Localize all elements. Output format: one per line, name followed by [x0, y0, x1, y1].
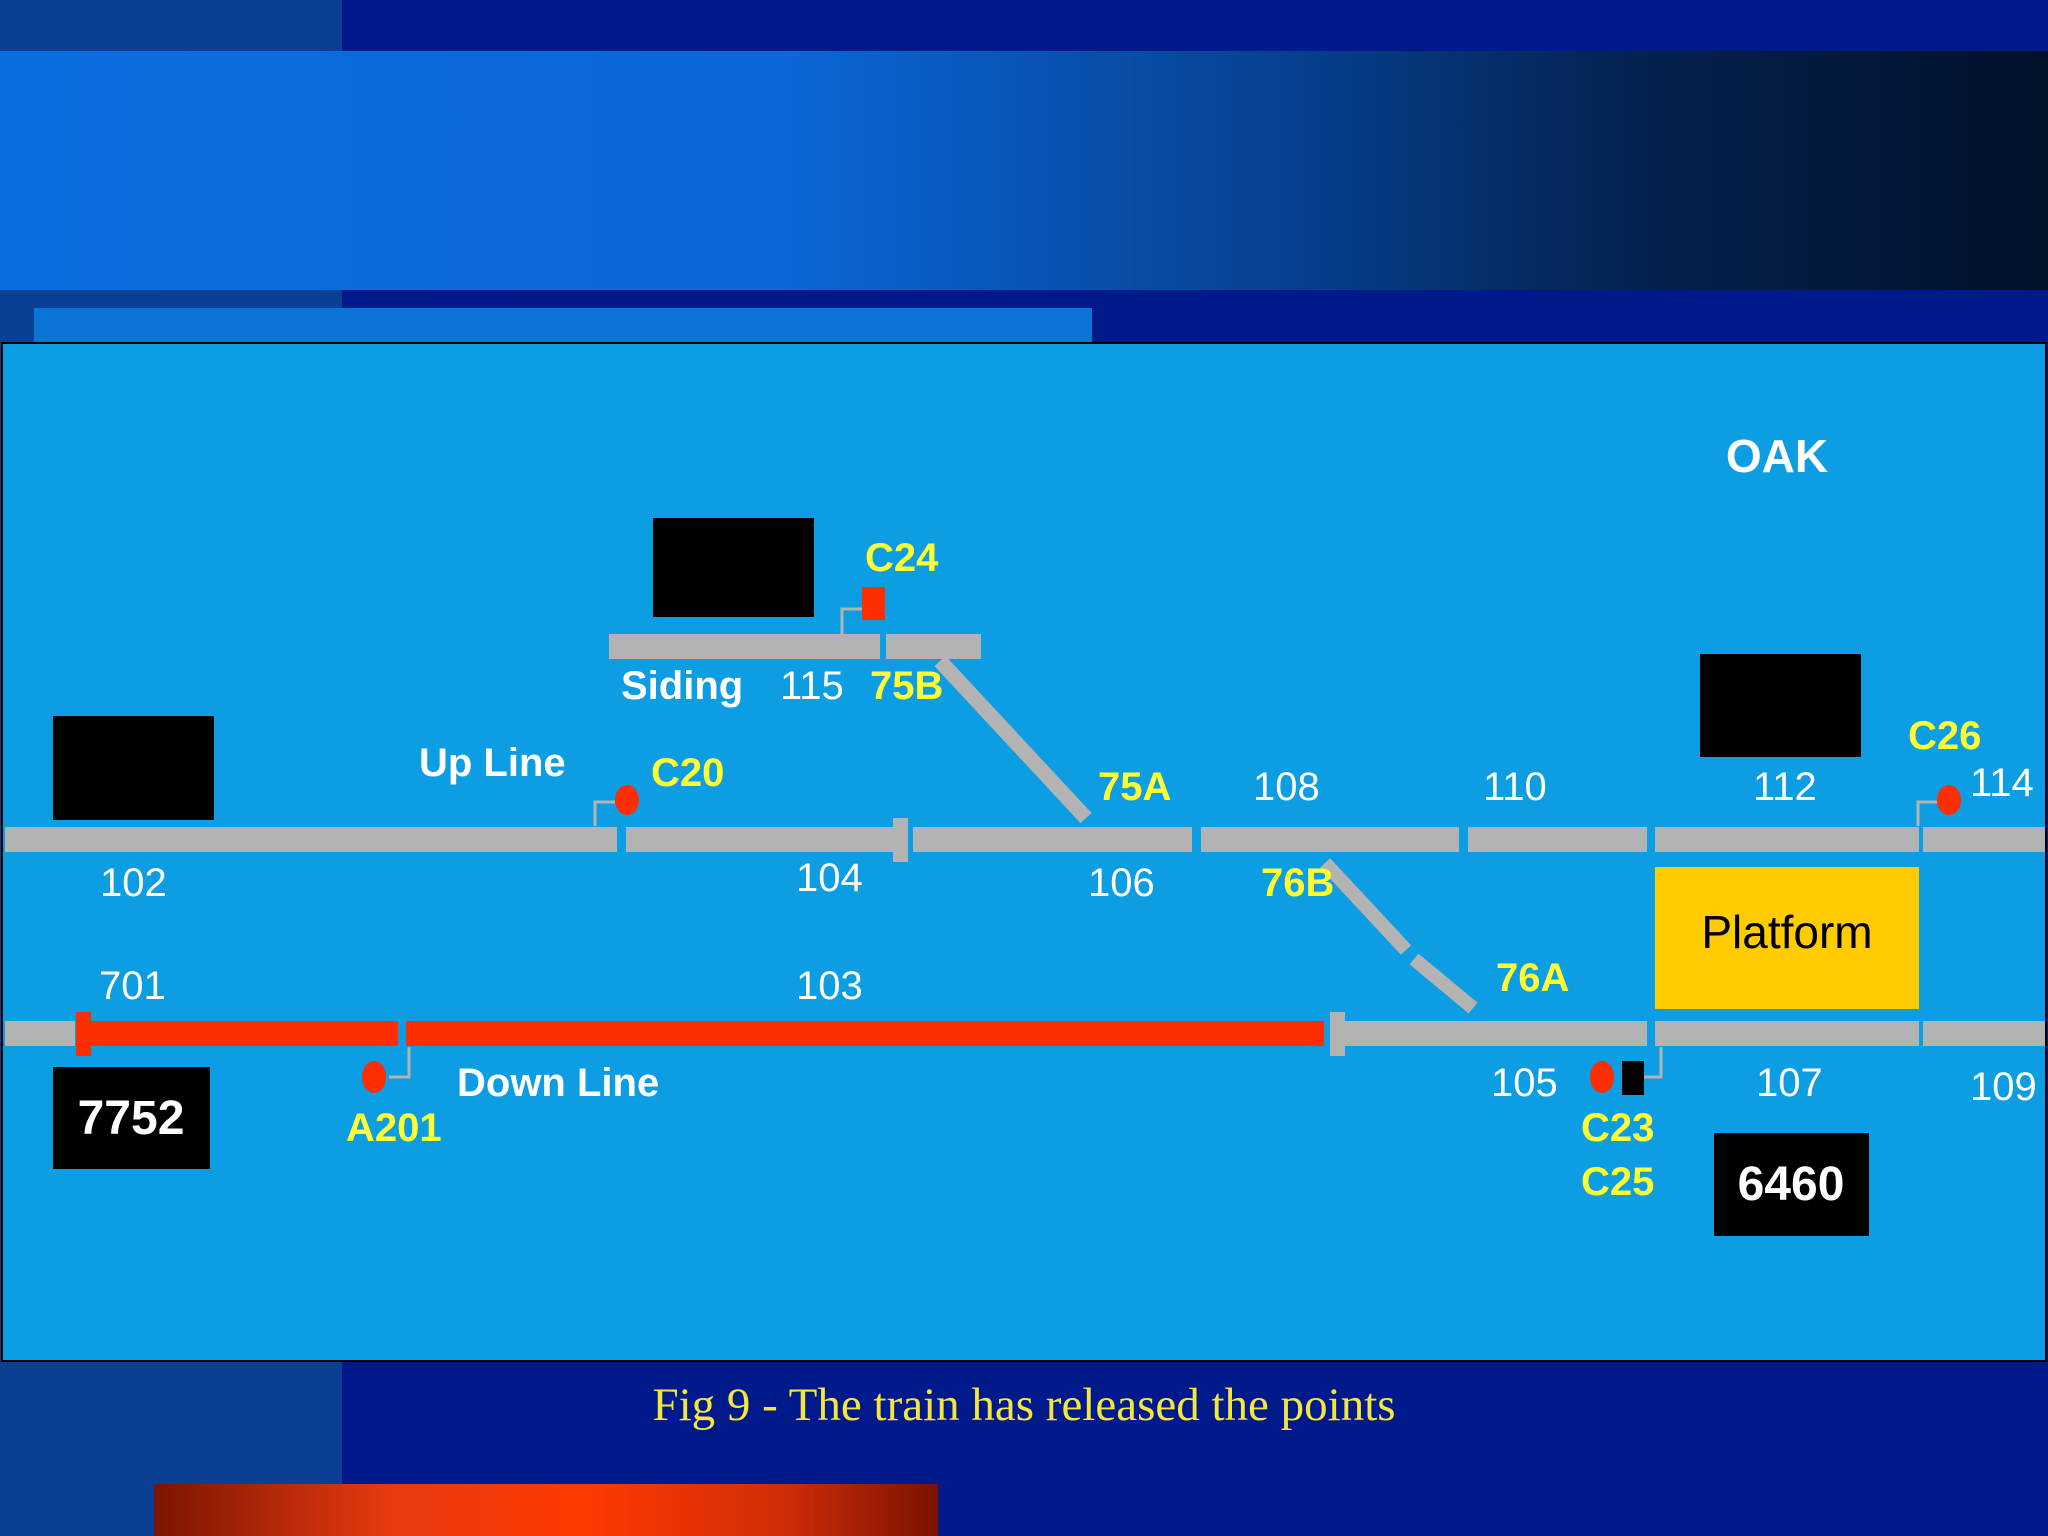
platform-label: Platform: [1701, 906, 1872, 958]
header-accent-strip: [34, 308, 1092, 342]
points-label-76a: 76A: [1496, 956, 1569, 1000]
platform-block: [1655, 867, 1919, 1009]
signal-c26-head[interactable]: [1937, 785, 1961, 815]
track-up-110: [1468, 827, 1647, 852]
track-label-112: 112: [1753, 765, 1817, 809]
figure-caption: Fig 9 - The train has released the point…: [652, 1379, 1396, 1431]
signal-label-c26: C26: [1908, 714, 1981, 758]
points-label-76b: 76B: [1261, 861, 1334, 905]
signal-label-c23: C23: [1581, 1106, 1654, 1150]
signal-c23-post: [1643, 1047, 1663, 1079]
track-up-102: [5, 827, 617, 852]
track-label-105: 105: [1491, 1061, 1558, 1105]
down-line-label: Down Line: [457, 1061, 659, 1105]
header-gradient-band: [0, 51, 2048, 290]
track-down-701-occupied: [83, 1021, 398, 1046]
track-diagram: OAK Siding 115 Up Line 108 110 112 114 1…: [5, 430, 2045, 1236]
signal-label-a201: A201: [346, 1106, 442, 1150]
track-down-105: [1340, 1021, 1647, 1046]
track-up-114: [1923, 827, 2045, 852]
track-label-108: 108: [1253, 765, 1320, 809]
signal-c20-head[interactable]: [615, 785, 639, 815]
crossover-76b-upper: [1319, 858, 1412, 955]
track-label-107: 107: [1756, 1061, 1823, 1105]
track-label-106: 106: [1088, 861, 1155, 905]
track-label-102: 102: [100, 861, 167, 905]
berth-box-siding: [653, 518, 814, 617]
track-down-107: [1655, 1021, 1919, 1046]
track-siding-115: [609, 634, 880, 659]
crossover-75b-75a: [934, 655, 1092, 824]
signalling-panel: OAK Siding 115 Up Line 108 110 112 114 1…: [1, 342, 2047, 1362]
crossover-76b-lower: [1409, 953, 1478, 1014]
track-up-104: [626, 827, 899, 852]
track-up-106: [913, 827, 1192, 852]
points-label-75b: 75B: [870, 664, 943, 708]
track-joint-701: [76, 1012, 91, 1056]
footer-accent-bar: [154, 1484, 938, 1536]
signal-c26-post: [1916, 800, 1938, 826]
train-id-right: 6460: [1738, 1158, 1845, 1211]
siding-label: Siding: [621, 664, 743, 708]
track-down-109: [1923, 1021, 2045, 1046]
train-box-right[interactable]: [1714, 1133, 1869, 1236]
track-label-110: 110: [1483, 765, 1547, 809]
track-label-115: 115: [780, 664, 844, 708]
track-label-701: 701: [99, 964, 166, 1008]
signal-label-c24: C24: [865, 536, 939, 580]
track-siding-75b: [886, 634, 981, 659]
signal-c25-head[interactable]: [1622, 1061, 1644, 1095]
track-up-112: [1655, 827, 1919, 852]
signal-c20-post: [593, 800, 615, 826]
track-label-114: 114: [1970, 761, 2034, 805]
signal-c24-head[interactable]: [862, 587, 885, 620]
track-down-103-occupied: [406, 1021, 1324, 1046]
train-box-left[interactable]: [53, 1067, 210, 1169]
berth-box-upline-left: [53, 716, 214, 820]
train-id-left: 7752: [78, 1092, 185, 1145]
signal-a201-head[interactable]: [362, 1061, 386, 1093]
signal-label-c25: C25: [1581, 1160, 1654, 1204]
signal-c24-post: [840, 607, 864, 634]
up-line-label: Up Line: [419, 741, 566, 785]
signal-label-c20: C20: [651, 751, 724, 795]
track-label-104: 104: [796, 856, 863, 900]
track-label-103: 103: [796, 964, 863, 1008]
points-label-75a: 75A: [1098, 765, 1171, 809]
track-down-west: [5, 1021, 75, 1046]
track-up-108: [1201, 827, 1459, 852]
berth-box-platform: [1700, 654, 1861, 757]
track-joint-104: [893, 818, 908, 862]
signal-c23-head[interactable]: [1590, 1061, 1614, 1093]
station-name: OAK: [1726, 430, 1828, 482]
track-label-109: 109: [1970, 1065, 2037, 1109]
signal-a201-post: [389, 1047, 411, 1079]
